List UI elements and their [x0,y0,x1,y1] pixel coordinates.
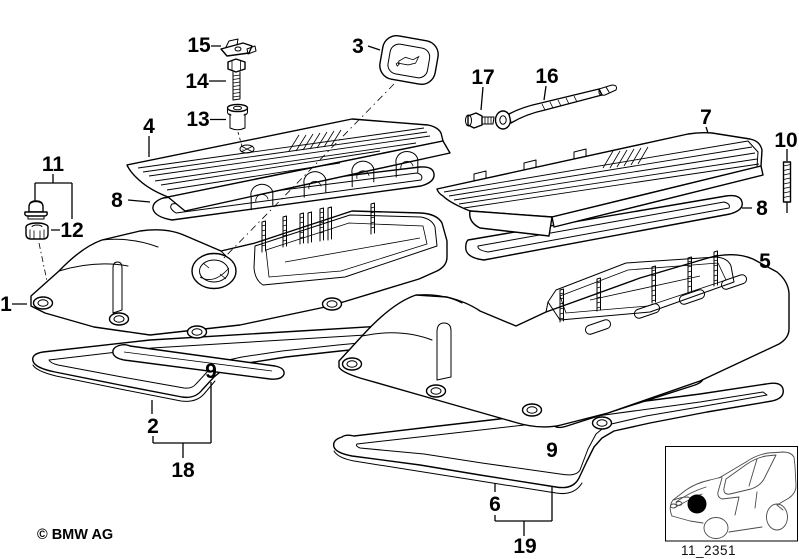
spark-plug-cover-pads [584,274,748,335]
part-9-gasket-inner-left [112,343,285,380]
callout-14[interactable]: 14 [185,70,209,93]
studs-left-cover [261,202,375,253]
callout-12[interactable]: 12 [60,219,83,242]
callout-10[interactable]: 10 [774,129,797,152]
callout-11[interactable]: 11 [42,153,65,176]
car-sketch [669,451,797,539]
callout-13[interactable]: 13 [186,108,209,131]
callout-9-right[interactable]: 9 [546,439,558,462]
part-11-grommet [24,200,48,220]
cover-ribs-right [443,140,760,209]
callout-6[interactable]: 6 [489,493,501,516]
callout-4[interactable]: 4 [143,115,155,138]
part-4-acoustic-cover-left [126,118,451,212]
callout-3[interactable]: 3 [352,35,364,58]
part-13-bushing [226,103,249,131]
part-15-clip [220,38,257,57]
part-12-seal-ring [25,222,49,240]
part-8-gasket-upper-left [152,166,435,221]
assembly-axis-lines [38,83,395,282]
part-8-gasket-upper-right [465,194,743,261]
part-14-bolt [227,58,246,101]
callout-19[interactable]: 19 [513,535,536,558]
car-thumbnail [665,446,798,542]
callout-9-left[interactable]: 9 [205,360,217,383]
part-7-acoustic-cover-right [436,131,764,237]
callout-5[interactable]: 5 [759,250,771,273]
part-1-valve-cover-left [30,202,448,339]
part-3-oil-filler-cap [379,34,439,86]
oil-filler-neck [191,252,237,290]
part-17-screw [465,112,495,129]
bolt-bosses-right [341,357,613,430]
studs-right-cover [559,250,718,323]
part-10-stud [782,161,792,203]
callout-1[interactable]: 1 [0,293,12,316]
callout-16[interactable]: 16 [535,65,558,88]
callout-17[interactable]: 17 [471,66,494,89]
callout-15[interactable]: 15 [187,34,211,57]
location-marker-dot [687,494,707,514]
diagram-code: 11_2351 [681,543,736,558]
callout-7[interactable]: 7 [700,106,712,129]
copyright-text: © BMW AG [37,527,113,543]
arch-tabs-left [250,151,419,211]
oil-can-icon [395,55,420,67]
callout-18[interactable]: 18 [171,459,195,482]
part-6-gasket-right [332,382,784,494]
bmw-script-left [288,129,342,152]
bolt-bosses-left [32,296,343,339]
callout-2[interactable]: 2 [147,415,159,438]
clip-tabs-right-cover [473,148,587,182]
callout-8-right[interactable]: 8 [756,197,768,220]
bmw-script-right [602,146,649,169]
part-16-holder [494,84,617,130]
callout-8-left[interactable]: 8 [111,189,123,212]
cover-ribs-left [137,127,431,191]
part-5-valve-cover-right [338,250,790,430]
